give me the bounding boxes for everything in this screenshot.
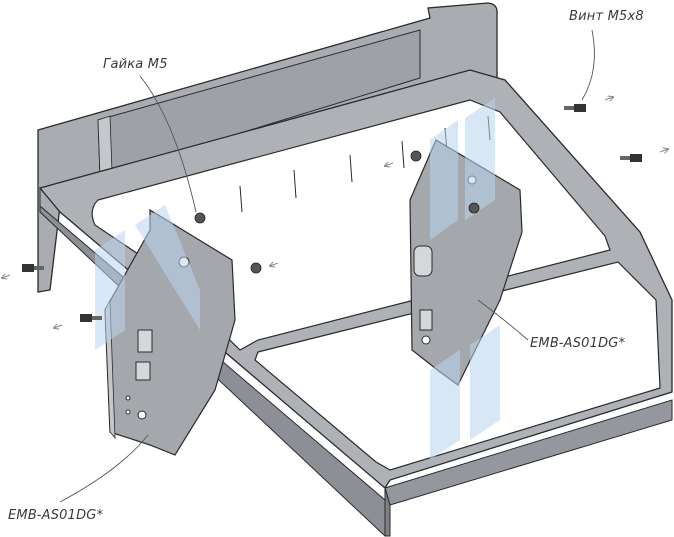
- leader-lines: [59, 29, 595, 503]
- bracket-left-label: EMB-AS01DG*: [8, 508, 104, 523]
- arrow-icon: [2, 97, 668, 328]
- bracket-right-label: EMB-AS01DG*: [530, 336, 626, 351]
- nut-label: Гайка М5: [103, 57, 168, 72]
- screw-label: Винт М5х8: [569, 9, 644, 24]
- watermark-logo: [95, 98, 500, 460]
- nut-icon: [194, 150, 480, 274]
- screw-icon: [22, 104, 642, 322]
